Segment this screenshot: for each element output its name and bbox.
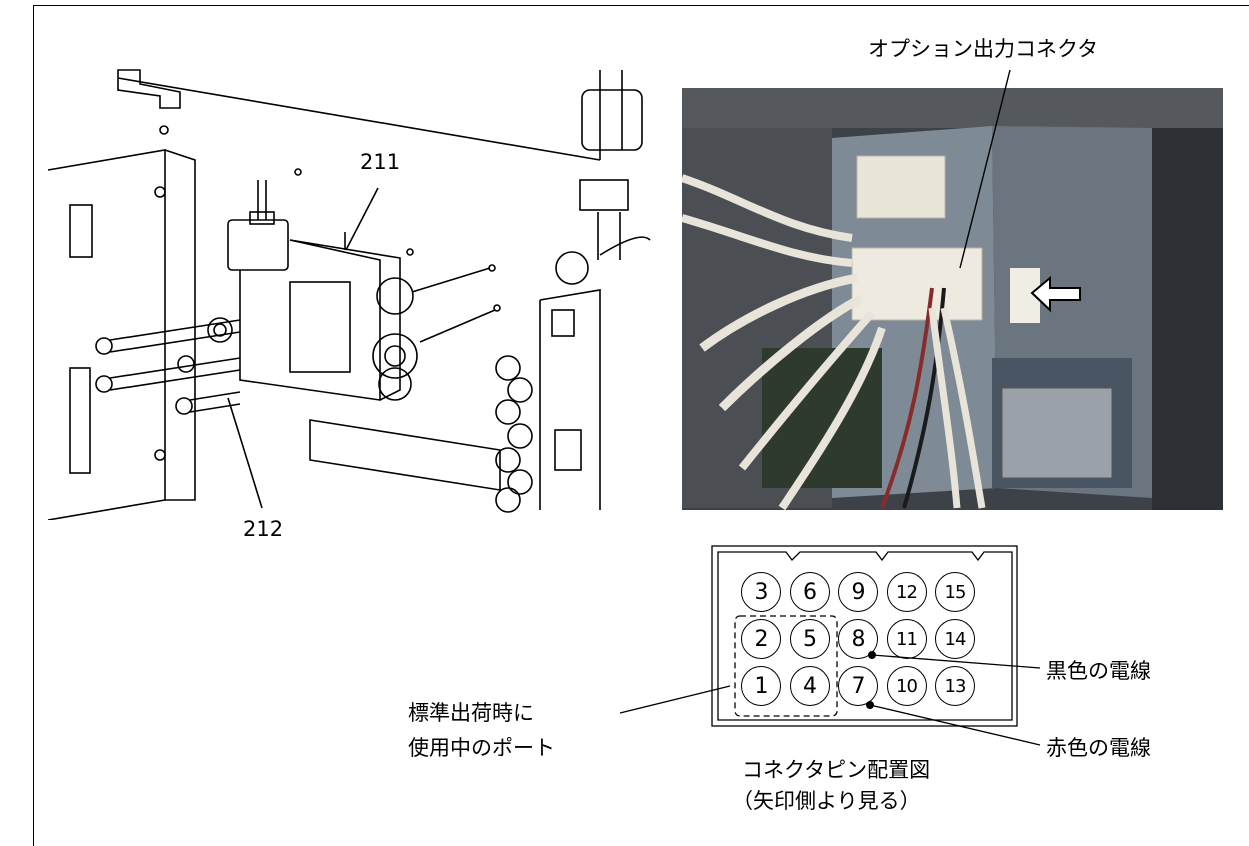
part-212-label: 212 — [243, 517, 284, 541]
pin-12: 12 — [886, 572, 927, 612]
figure-frame — [33, 5, 1249, 846]
pin-diagram-caption-line1: コネクタピン配置図 — [742, 758, 931, 782]
pin-4: 4 — [789, 666, 830, 706]
black-wire-label: 黒色の電線 — [1046, 659, 1151, 683]
standard-port-label-line2: 使用中のポート — [408, 736, 555, 760]
pin-7: 7 — [838, 666, 878, 706]
pin-11: 11 — [886, 619, 927, 659]
exploded-view-drawing — [47, 69, 651, 520]
red-wire-label: 赤色の電線 — [1046, 736, 1151, 760]
pin-10: 10 — [886, 666, 927, 706]
pin-5: 5 — [789, 619, 830, 659]
standard-port-label-line1: 標準出荷時に — [408, 701, 534, 725]
part-211-label: 211 — [360, 150, 401, 174]
pin-14: 14 — [935, 619, 975, 659]
pin-3: 3 — [741, 572, 781, 612]
pin-13: 13 — [935, 666, 975, 706]
connector-photo — [682, 88, 1223, 510]
connector-photo-art — [682, 88, 1223, 510]
pin-1: 1 — [741, 666, 781, 706]
pin-8: 8 — [838, 619, 878, 659]
pin-15: 15 — [935, 572, 975, 612]
pin-6: 6 — [789, 572, 830, 612]
pin-diagram-caption-line2: （矢印側より見る） — [732, 789, 921, 813]
pin-2: 2 — [741, 619, 781, 659]
pin-9: 9 — [838, 572, 878, 612]
option-output-connector-label: オプション出力コネクタ — [868, 37, 1099, 61]
